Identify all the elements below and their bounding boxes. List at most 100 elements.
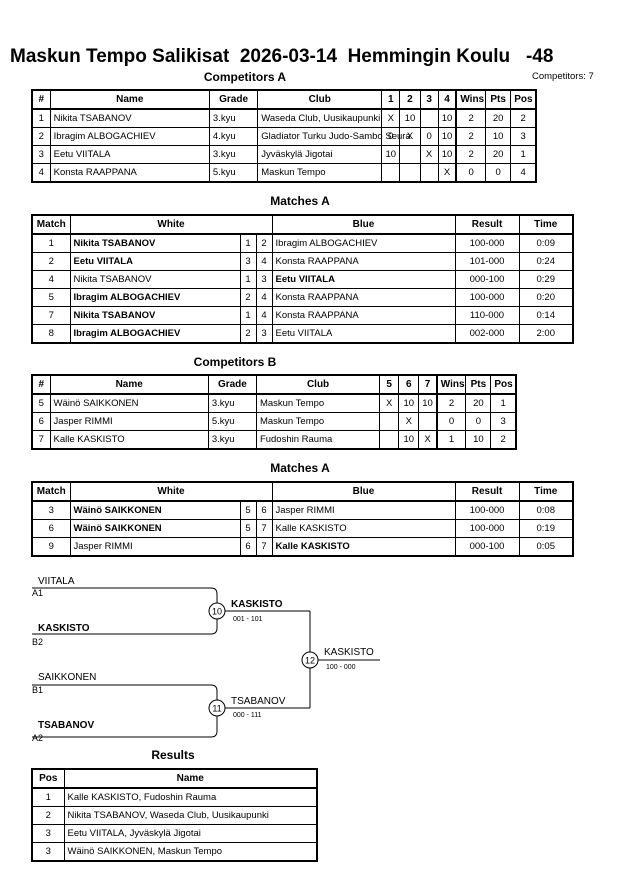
bracket-m10-number: 10 xyxy=(212,607,222,617)
result-position: 1 xyxy=(31,787,65,807)
col-header-pos: Pos xyxy=(31,768,65,789)
competitors-count: Competitors: 7 xyxy=(532,71,594,82)
competitor-number: 1 xyxy=(31,108,51,128)
match-result: 110-000 xyxy=(454,306,520,325)
score-cell: X xyxy=(437,163,457,183)
col-header-pts: Pts xyxy=(465,374,492,395)
score-cell xyxy=(379,430,400,450)
col-header-opp7: 7 xyxy=(418,374,438,395)
col-header-club: Club xyxy=(257,89,383,110)
blue-player: Ibragim ALBOGACHIEV xyxy=(271,233,456,253)
match-time: 0:09 xyxy=(518,233,574,253)
col-header-pts: Pts xyxy=(485,89,512,110)
white-player: Jasper RIMMI xyxy=(69,537,241,557)
match-time: 0:14 xyxy=(518,306,574,325)
bracket-m10-top-seed: A1 xyxy=(32,588,43,598)
competitor-name: Kalle KASKISTO xyxy=(49,430,209,450)
score-cell: X xyxy=(381,108,401,128)
match-number: 8 xyxy=(31,324,71,344)
competitors-b-heading: Competitors B xyxy=(193,355,277,369)
match-time: 0:24 xyxy=(518,252,574,271)
competitor-club: Waseda Club, Uusikaupunki xyxy=(257,108,383,128)
competitor-position: 3 xyxy=(510,127,537,146)
match-number: 6 xyxy=(31,519,71,538)
competitor-club: Maskun Tempo xyxy=(257,163,383,183)
col-header-club: Club xyxy=(255,374,381,395)
competitor-name: Konsta RAAPPANA xyxy=(49,163,210,183)
competitor-wins: 2 xyxy=(455,108,487,128)
competitor-number: 5 xyxy=(31,393,51,413)
blue-player: Eetu VIITALA xyxy=(271,270,456,289)
score-cell: 10 xyxy=(398,393,420,413)
col-header-opp2: 2 xyxy=(399,89,421,110)
matches-a-heading: Matches A xyxy=(270,194,330,208)
blue-player-number: 4 xyxy=(255,288,273,307)
col-header-wins: Wins xyxy=(435,374,467,395)
col-header-opp6: 6 xyxy=(398,374,420,395)
col-header-grade: Grade xyxy=(207,374,257,395)
blue-player: Konsta RAAPPANA xyxy=(271,306,456,325)
white-player: Ibragim ALBOGACHIEV xyxy=(69,288,241,307)
competitor-grade: 5.kyu xyxy=(208,163,259,183)
col-header-opp4: 4 xyxy=(437,89,457,110)
white-player-number: 1 xyxy=(239,233,257,253)
bracket-m11-winner: TSABANOV xyxy=(231,696,286,707)
competitor-grade: 4.kyu xyxy=(208,127,259,146)
competitor-name: Ibragim ALBOGACHIEV xyxy=(49,127,210,146)
match-result: 100-000 xyxy=(454,519,520,538)
white-player: Nikita TSABANOV xyxy=(69,270,241,289)
match-number: 5 xyxy=(31,288,71,307)
bracket-m11-top-seed: B1 xyxy=(32,685,43,695)
blue-player-number: 7 xyxy=(255,519,273,538)
score-cell: 0 xyxy=(419,127,439,146)
col-header-pos: Pos xyxy=(510,89,537,110)
col-header-blue: Blue xyxy=(271,214,456,235)
col-header-match: Match xyxy=(31,214,71,235)
blue-player: Kalle KASKISTO xyxy=(271,519,456,538)
competitor-grade: 5.kyu xyxy=(207,412,257,431)
score-cell xyxy=(399,163,421,183)
competitor-number: 6 xyxy=(31,412,51,431)
competitor-number: 3 xyxy=(31,145,51,164)
competitor-wins: 2 xyxy=(435,393,467,413)
score-cell xyxy=(419,108,439,128)
white-player-number: 1 xyxy=(239,270,257,289)
blue-player-number: 6 xyxy=(255,500,273,520)
competitor-wins: 1 xyxy=(435,430,467,450)
match-time: 0:20 xyxy=(518,288,574,307)
competitor-grade: 3.kyu xyxy=(208,145,259,164)
white-player-number: 5 xyxy=(239,500,257,520)
result-position: 3 xyxy=(31,842,65,862)
competitor-club: Fudoshin Rauma xyxy=(255,430,381,450)
score-cell: X xyxy=(379,393,400,413)
col-header-time: Time xyxy=(518,481,574,502)
competitor-position: 4 xyxy=(510,163,537,183)
competitor-position: 2 xyxy=(490,430,517,450)
result-position: 2 xyxy=(31,806,65,825)
blue-player: Eetu VIITALA xyxy=(271,324,456,344)
competitor-grade: 3.kyu xyxy=(208,108,259,128)
bracket-m11-bottom-seed: A2 xyxy=(32,733,43,743)
results-heading: Results xyxy=(151,748,195,762)
competitor-position: 1 xyxy=(510,145,537,164)
white-player-number: 5 xyxy=(239,519,257,538)
bracket-m10-score: 001 - 101 xyxy=(233,616,263,623)
bracket-m10-badge xyxy=(208,602,226,620)
match-time: 0:05 xyxy=(518,537,574,557)
score-cell: 10 xyxy=(398,430,420,450)
blue-player: Konsta RAAPPANA xyxy=(271,252,456,271)
